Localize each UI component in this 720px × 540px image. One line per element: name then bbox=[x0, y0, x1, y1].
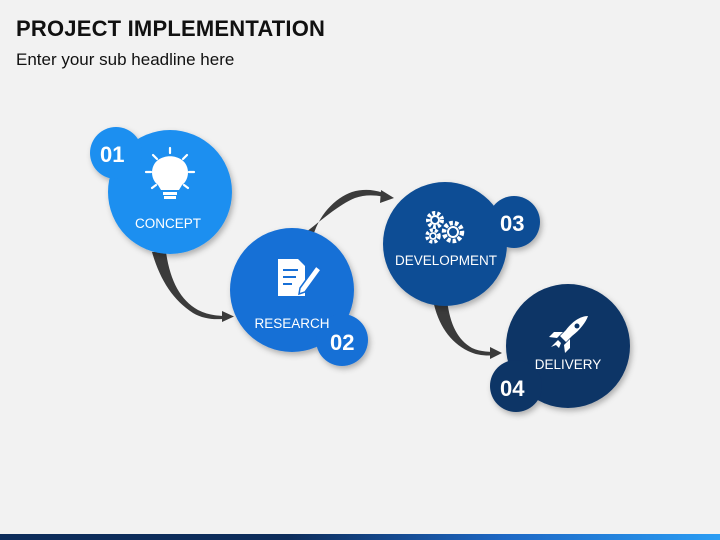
step-research: 02 RESEARCH bbox=[230, 228, 368, 366]
step-development: 03 DEVELOPMENT bbox=[383, 182, 540, 306]
step-development-number: 03 bbox=[500, 211, 524, 236]
step-development-circle bbox=[383, 182, 507, 306]
step-delivery-badge bbox=[490, 360, 542, 412]
arrow-research-to-development-tip bbox=[380, 190, 394, 203]
step-concept-label: CONCEPT bbox=[135, 216, 201, 231]
lightbulb-icon bbox=[144, 146, 196, 199]
step-delivery-label: DELIVERY bbox=[535, 357, 602, 372]
arrow-concept-to-research bbox=[152, 252, 232, 320]
footer-accent-bar bbox=[0, 534, 720, 540]
step-concept-number: 01 bbox=[100, 142, 124, 167]
step-concept-badge bbox=[90, 127, 142, 179]
step-concept: 01 CONCEPT bbox=[90, 127, 232, 254]
step-development-badge bbox=[488, 196, 540, 248]
arrow-development-to-delivery bbox=[433, 300, 500, 356]
step-research-label: RESEARCH bbox=[254, 316, 329, 331]
arrow-concept-to-research-tip bbox=[222, 311, 234, 322]
arrow-development-to-delivery-tip bbox=[490, 347, 502, 359]
page-title: PROJECT IMPLEMENTATION bbox=[16, 16, 326, 41]
step-development-label: DEVELOPMENT bbox=[395, 253, 497, 268]
document-pen-icon bbox=[278, 259, 323, 296]
rocket-icon bbox=[549, 316, 588, 353]
step-research-number: 02 bbox=[330, 330, 354, 355]
step-delivery-number: 04 bbox=[500, 376, 525, 401]
page-subtitle: Enter your sub headline here bbox=[16, 50, 235, 69]
step-delivery: 04 DELIVERY bbox=[490, 284, 630, 412]
step-research-badge bbox=[316, 314, 368, 366]
gears-icon bbox=[425, 211, 465, 244]
